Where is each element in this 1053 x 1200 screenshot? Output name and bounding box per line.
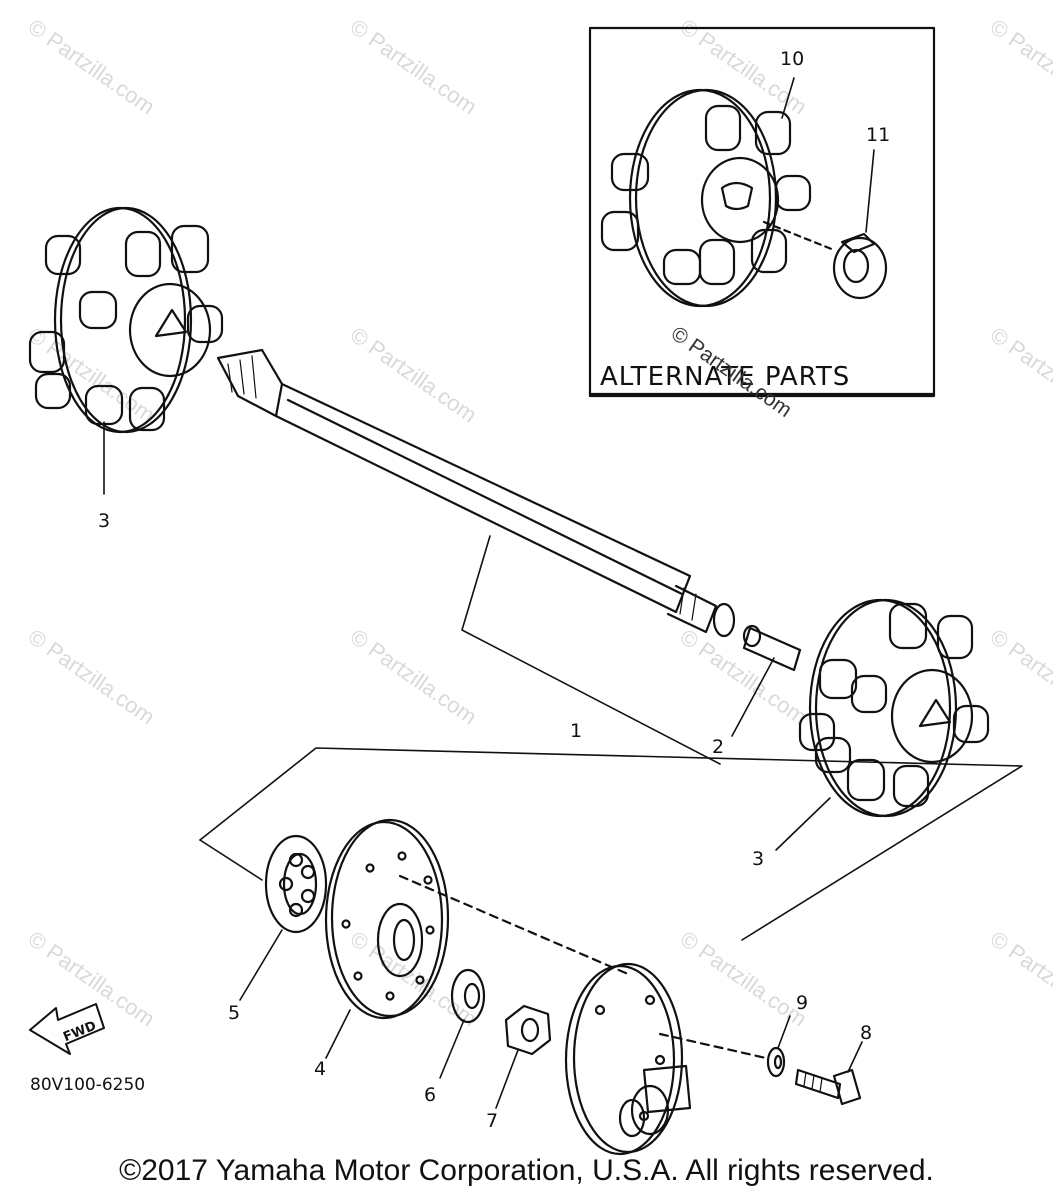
callout-7: 7 bbox=[486, 1110, 499, 1132]
drive-shaft-1 bbox=[216, 348, 736, 638]
diagram-code: 80V100-6250 bbox=[30, 1075, 146, 1095]
clip-11 bbox=[832, 149, 888, 300]
alternate-parts-inset bbox=[588, 26, 936, 398]
washer-6 bbox=[450, 968, 486, 1024]
callout-1: 1 bbox=[570, 720, 583, 742]
alternate-parts-caption: ALTERNATE PARTS bbox=[600, 362, 851, 392]
callout-9: 9 bbox=[796, 992, 809, 1014]
hub-housing bbox=[564, 962, 692, 1156]
sprocket-alternate-10 bbox=[600, 88, 836, 308]
callout-2: 2 bbox=[712, 736, 725, 758]
sprocket-right-3 bbox=[798, 598, 990, 818]
nut-7 bbox=[504, 1004, 552, 1056]
copyright-notice: ©2017 Yamaha Motor Corporation, U.S.A. A… bbox=[119, 1154, 934, 1187]
bearing-5 bbox=[264, 834, 328, 934]
flange-plate-4 bbox=[324, 818, 450, 1020]
callout-6: 6 bbox=[424, 1084, 437, 1106]
callout-11: 11 bbox=[866, 124, 891, 146]
callout-8: 8 bbox=[860, 1022, 873, 1044]
callout-3-left: 3 bbox=[98, 510, 111, 532]
lock-washer-9 bbox=[766, 1046, 786, 1078]
forward-arrow-label: FWD bbox=[61, 1019, 98, 1046]
callout-5: 5 bbox=[228, 1002, 241, 1024]
callout-3-right: 3 bbox=[752, 848, 765, 870]
pin-2 bbox=[742, 624, 802, 672]
forward-arrow-icon bbox=[29, 1003, 105, 1055]
callout-4: 4 bbox=[314, 1058, 327, 1080]
callout-10: 10 bbox=[780, 48, 805, 70]
bolt-8 bbox=[794, 1068, 862, 1106]
sprocket-left-3 bbox=[28, 206, 224, 434]
